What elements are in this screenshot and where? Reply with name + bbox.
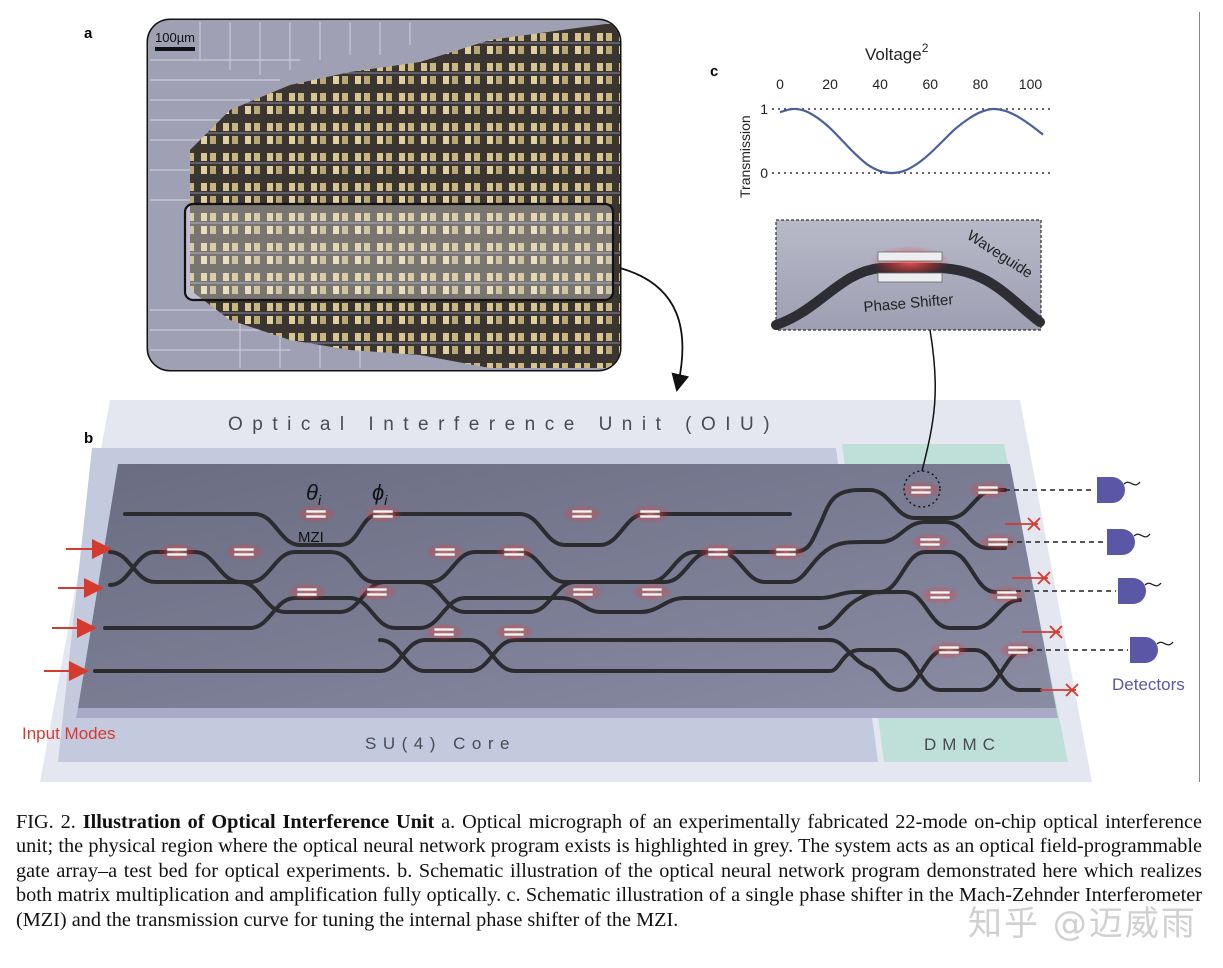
mzi-label: MZI: [298, 529, 324, 546]
scale-bar: [155, 47, 195, 51]
x-tick-label: 100: [1019, 76, 1043, 92]
phase-shifter-inset: Waveguide Phase Shifter: [771, 219, 1045, 331]
micrograph-panel: 100µm: [146, 18, 690, 393]
detector-icon: [1107, 529, 1135, 555]
scale-bar-label: 100µm: [155, 30, 195, 45]
figure-caption: FIG. 2. Illustration of Optical Interfer…: [16, 810, 1202, 932]
panel-label-c: c: [710, 63, 718, 80]
y-tick-label: 1: [760, 101, 768, 117]
x-tick-label: 40: [872, 76, 888, 92]
x-tick-label: 80: [973, 76, 989, 92]
input-modes-label: Input Modes: [22, 724, 116, 743]
figure-canvas: a b c 100µm: [22, 18, 1185, 782]
highlight-region: [183, 202, 615, 302]
panel-label-a: a: [84, 25, 93, 42]
watermark: 知乎 @迈威雨: [968, 904, 1197, 944]
chart-xlabel: Voltage2: [865, 41, 929, 64]
dmmc-label: DMMC: [924, 735, 1001, 754]
x-tick-label: 0: [776, 76, 784, 92]
phi-label: ϕi: [372, 480, 388, 508]
detector-icon: [1118, 578, 1146, 604]
panel-label-b: b: [84, 430, 93, 447]
x-tick-label: 60: [922, 76, 938, 92]
oiu-title: Optical Interference Unit (OIU): [228, 414, 779, 435]
detector-icon: [1130, 637, 1158, 663]
column-divider: [1199, 12, 1200, 782]
transmission-curve: [779, 107, 1044, 175]
input-arrows: [44, 539, 112, 681]
zoom-circle: [903, 470, 941, 508]
detector-icon: [1097, 477, 1125, 503]
detectors-label: Detectors: [1112, 675, 1185, 694]
theta-label: θi: [306, 480, 322, 508]
x-tick-label: 20: [822, 76, 838, 92]
connector-arrow: [619, 267, 690, 393]
caption-title: Illustration of Optical Interference Uni…: [82, 811, 435, 833]
detector-icons: [1097, 477, 1174, 663]
phase-shifter-heaters: [157, 481, 1038, 659]
su4-label: SU(4) Core: [365, 734, 516, 753]
y-tick-label: 0: [760, 165, 768, 181]
oiu-chip: Optical Interference Unit (OIU) SU(4) Co…: [22, 321, 1185, 782]
caption-body: a. Optical micrograph of an experimental…: [16, 811, 1202, 931]
caption-fig-label: FIG. 2.: [16, 811, 76, 833]
chart-ylabel: Transmission: [737, 115, 753, 198]
